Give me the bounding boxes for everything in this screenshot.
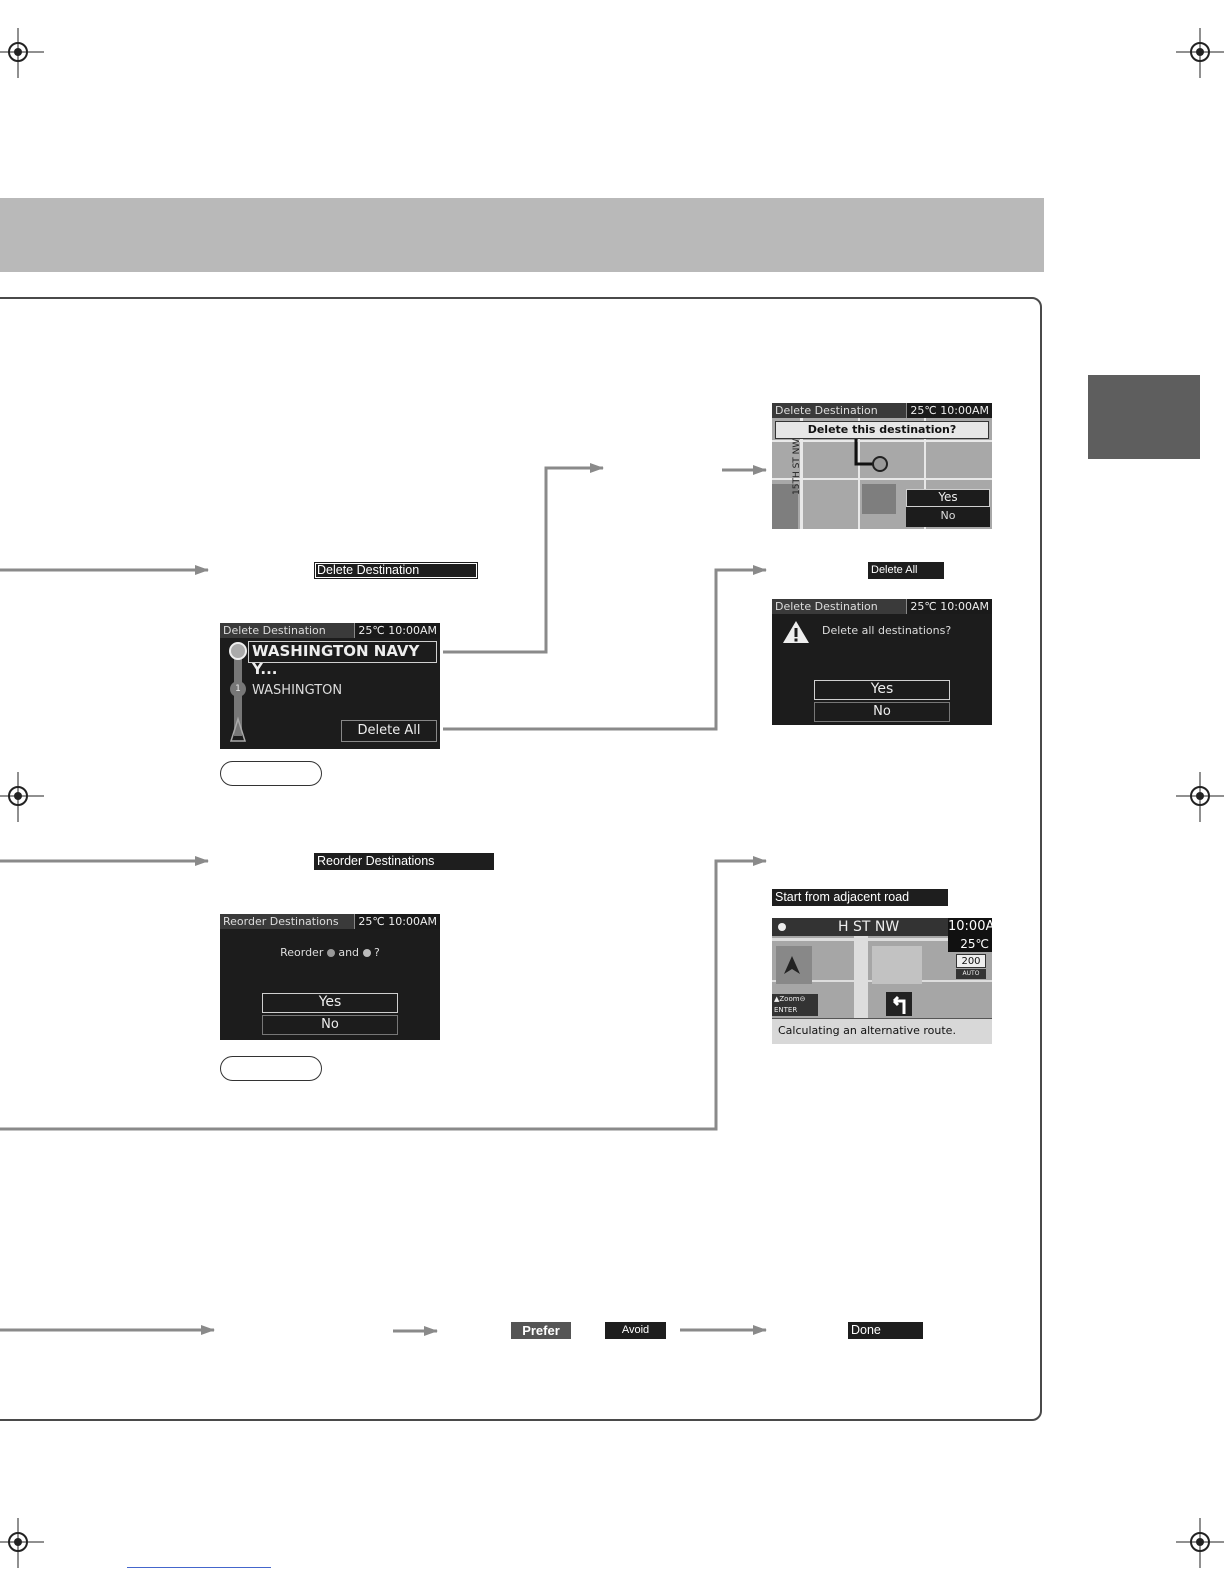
registration-mark-mid-right xyxy=(1176,772,1224,822)
route-track xyxy=(229,642,247,742)
map-clock: 10:00AM xyxy=(948,918,992,936)
map-street-bar: H ST NW xyxy=(772,918,948,936)
header-band xyxy=(0,198,1044,272)
waypoint-pin-icon xyxy=(362,949,371,957)
arrow-to-adjacent-road xyxy=(0,856,767,1131)
screen-map-alternative-route: H ST NW 10:00AM 25℃ 200 AUTO ▲Zoom⊝ ENTE… xyxy=(772,918,992,1044)
screen-reorder-destinations: Reorder Destinations 25℃ 10:00AM Reorder… xyxy=(220,914,440,1040)
delete-all-yes-button[interactable]: Yes xyxy=(814,680,950,700)
screen-title: Delete Destination xyxy=(223,624,326,637)
reorder-prompt-end: ? xyxy=(374,946,380,959)
screen-clock: 25℃ 10:00AM xyxy=(906,403,992,418)
reorder-prompt-and: and xyxy=(338,946,360,959)
screen-title-bar: Delete Destination 25℃ 10:00AM xyxy=(772,599,992,614)
hint-pill-1 xyxy=(220,761,322,786)
screen-clock: 25℃ 10:00AM xyxy=(354,623,440,638)
screen-title: Delete Destination xyxy=(775,404,878,417)
screen-confirm-delete-all: Delete Destination 25℃ 10:00AM Delete al… xyxy=(772,599,992,725)
avoid-label[interactable]: Avoid xyxy=(605,1322,666,1339)
footer-rule xyxy=(127,1567,271,1568)
arrow-list-to-delete-all xyxy=(443,565,767,731)
screen-clock: 25℃ 10:00AM xyxy=(354,914,440,929)
registration-mark-top-right xyxy=(1176,28,1224,78)
map-indicator-dot xyxy=(778,923,786,931)
prefer-label[interactable]: Prefer xyxy=(511,1322,571,1339)
turn-arrow-icon xyxy=(886,992,912,1016)
start-from-adjacent-road-label[interactable]: Start from adjacent road xyxy=(772,889,948,906)
screen-title-bar: Delete Destination 25℃ 10:00AM xyxy=(772,403,992,418)
screen-title-bar: Delete Destination 25℃ 10:00AM xyxy=(220,623,440,638)
screen-delete-destination-list: Delete Destination 25℃ 10:00AM 1 WASHING… xyxy=(220,623,440,749)
map-status-message: Calculating an alternative route. xyxy=(772,1018,992,1044)
screen-title: Delete Destination xyxy=(775,600,878,613)
map-zoom-label: ▲Zoom⊝ xyxy=(774,995,806,1003)
route-line xyxy=(854,433,888,472)
warning-icon xyxy=(783,621,809,643)
hint-pill-2 xyxy=(220,1056,322,1081)
map-street-name: H ST NW xyxy=(838,919,900,935)
map-temperature: 25℃ xyxy=(948,936,992,952)
content-frame xyxy=(0,297,1042,1421)
chapter-tab xyxy=(1088,375,1200,459)
screen-confirm-delete-destination: Delete Destination 25℃ 10:00AM 15TH ST N… xyxy=(772,403,992,529)
reorder-yes-button[interactable]: Yes xyxy=(262,993,398,1013)
screen-title: Reorder Destinations xyxy=(223,915,339,928)
delete-all-button[interactable]: Delete All xyxy=(341,720,437,742)
screen-clock: 25℃ 10:00AM xyxy=(906,599,992,614)
registration-mark-bottom-left xyxy=(0,1518,44,1568)
map-zoom-menu-hint: ▲Zoom⊝ ENTER Menu xyxy=(772,994,818,1025)
reorder-destinations-label[interactable]: Reorder Destinations xyxy=(314,853,494,870)
delete-all-prompt: Delete all destinations? xyxy=(822,624,952,637)
map-scale: 200 xyxy=(956,954,986,968)
delete-all-label[interactable]: Delete All xyxy=(868,562,944,579)
compass-icon xyxy=(784,956,800,974)
waypoint-number: 1 xyxy=(235,684,241,694)
destination-item-2[interactable]: WASHINGTON xyxy=(252,683,343,698)
map-auto-zoom: AUTO xyxy=(956,969,986,979)
destination-pin-icon xyxy=(326,949,335,957)
registration-mark-mid-left xyxy=(0,772,44,822)
destination-item-1[interactable]: WASHINGTON NAVY Y... xyxy=(248,641,437,678)
registration-mark-top-left xyxy=(0,28,44,78)
reorder-no-button[interactable]: No xyxy=(262,1015,398,1035)
arrow-list-to-confirm xyxy=(443,463,604,654)
confirm-no-button[interactable]: No xyxy=(906,507,990,527)
confirm-yes-button[interactable]: Yes xyxy=(906,489,990,507)
delete-destination-label[interactable]: Delete Destination xyxy=(314,562,478,579)
reorder-prompt-start: Reorder xyxy=(280,946,324,959)
screen-title-bar: Reorder Destinations 25℃ 10:00AM xyxy=(220,914,440,929)
registration-mark-bottom-right xyxy=(1176,1518,1224,1568)
done-label[interactable]: Done xyxy=(848,1322,923,1339)
reorder-prompt: Reorder and ? xyxy=(220,946,440,959)
delete-this-destination-prompt: Delete this destination? xyxy=(775,421,989,439)
delete-all-no-button[interactable]: No xyxy=(814,702,950,722)
